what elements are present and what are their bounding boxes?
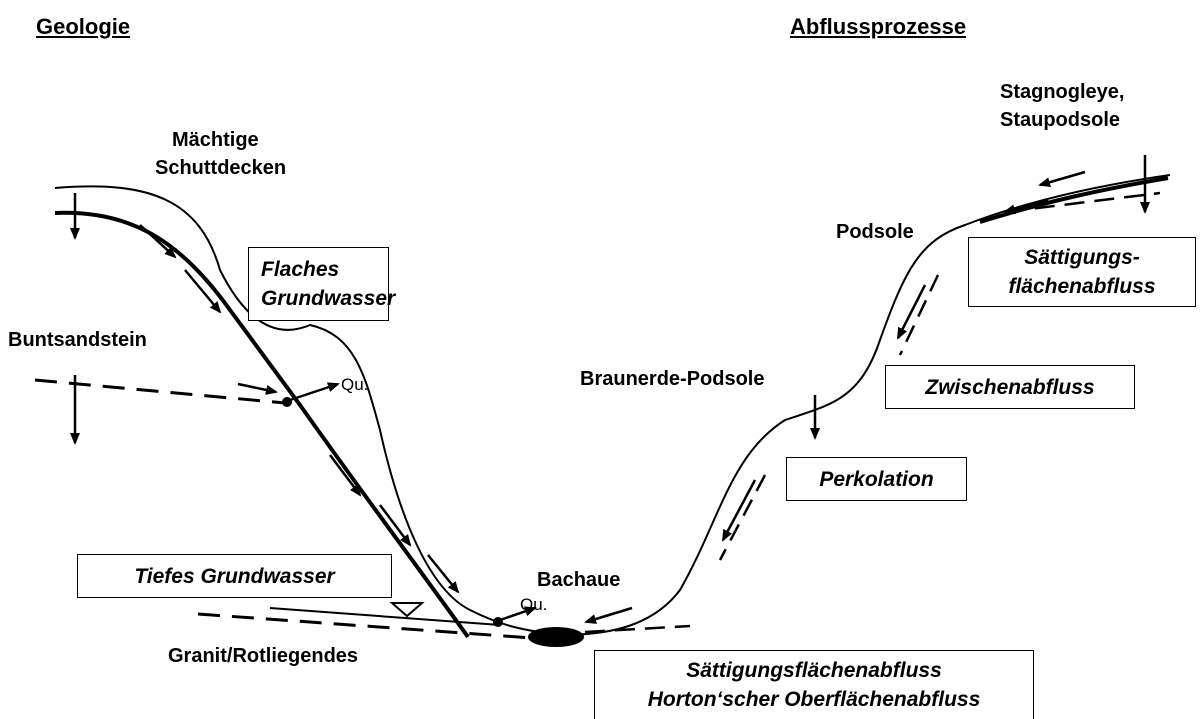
- spring-arrow-lower: [499, 606, 537, 622]
- header-geology: Geologie: [36, 14, 131, 39]
- box-bottom-line2: Horton‘scher Oberflächenabfluss: [647, 688, 981, 711]
- box-oberflaechenabfluss: Sättigungsflächenabfluss Horton‘scher Ob…: [594, 650, 1034, 719]
- spring-arrow-upper: [289, 382, 340, 402]
- label-spring-upper: Qu.: [341, 375, 369, 394]
- flow-arrow-slope-4: [379, 504, 412, 547]
- header-processes: Abflussprozesse: [790, 14, 967, 39]
- box-zwischenabfluss: Zwischenabfluss: [885, 365, 1135, 409]
- box-flaches-line2: Grundwasser: [261, 287, 396, 310]
- bedrock-line: [54, 210, 470, 639]
- flow-arrow-slope-1: [139, 224, 177, 259]
- interflow-dash-lower: [718, 474, 767, 561]
- box-tiefes-text: Tiefes Grundwasser: [134, 564, 335, 588]
- stream-channel: [528, 627, 584, 647]
- label-granit: Granit/Rotliegendes: [168, 645, 359, 667]
- label-braunerde-podsole: Braunerde-Podsole: [580, 368, 765, 390]
- label-spring-lower: Qu.: [520, 595, 548, 614]
- inflow-arrow-buntsandstein: [237, 382, 278, 395]
- interflow-dash-upper: [898, 274, 940, 356]
- saturation-dash: [1004, 191, 1161, 214]
- interflow-arrow-upper: [896, 284, 927, 340]
- flow-arrow-slope-2: [184, 269, 222, 314]
- box-flaches-line1: Flaches: [261, 258, 340, 281]
- flow-arrow-slope-3: [329, 454, 362, 497]
- label-maechtige: Mächtige: [172, 129, 259, 151]
- label-bachaue: Bachaue: [537, 569, 621, 591]
- spring-dot-upper: [282, 397, 292, 407]
- label-schuttdecken: Schuttdecken: [155, 157, 287, 179]
- label-podsole: Podsole: [836, 221, 914, 243]
- flow-arrow-slope-5: [427, 554, 460, 594]
- box-perkolation: Perkolation: [786, 457, 967, 501]
- label-buntsandstein: Buntsandstein: [8, 329, 147, 351]
- interflow-arrow-lower: [721, 479, 757, 542]
- label-stagnogleye: Stagnogleye,: [1000, 81, 1125, 103]
- overland-flow-arrow: [584, 606, 633, 624]
- box-bottom-line1: Sättigungsflächenabfluss: [686, 659, 942, 682]
- buntsandstein-boundary: [34, 378, 286, 405]
- right-bottom-dash: [584, 624, 691, 634]
- saturation-flow-arrow-1: [1038, 170, 1086, 188]
- right-soil-line: [979, 176, 1169, 224]
- label-staupodsole: Staupodsole: [1000, 109, 1121, 131]
- groundwater-table: [269, 607, 501, 626]
- saturation-flow-arrow-2: [1003, 198, 1049, 215]
- box-perkolation-text: Perkolation: [819, 467, 934, 491]
- box-tiefes-grundwasser: Tiefes Grundwasser: [77, 554, 392, 598]
- granit-boundary: [197, 612, 561, 642]
- box-saett-line1: Sättigungs-: [1024, 246, 1140, 269]
- box-zwischen-text: Zwischenabfluss: [925, 375, 1095, 399]
- box-saettigungsflaechenabfluss: Sättigungs- flächenabfluss: [968, 237, 1196, 307]
- box-flaches-grundwasser: Flaches Grundwasser: [248, 247, 396, 321]
- box-saett-line2: flächenabfluss: [1008, 275, 1156, 298]
- water-level-icon: [389, 602, 425, 618]
